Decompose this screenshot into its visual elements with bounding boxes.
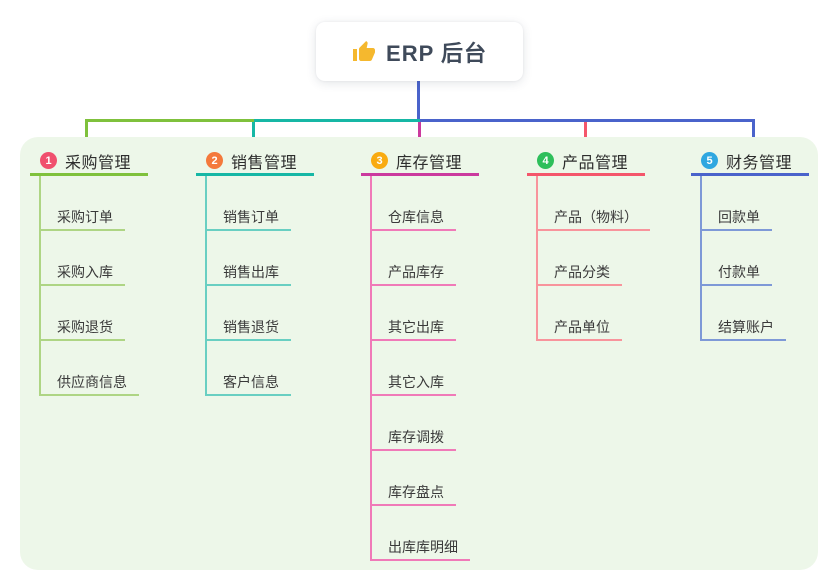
child-topic[interactable]: 其它出库 <box>370 313 456 341</box>
branch-product-label: 产品管理 <box>562 154 629 172</box>
branch-inventory-header[interactable]: 3 库存管理 <box>361 148 479 176</box>
branch-product: 4 产品管理 产品（物料） 产品分类 产品单位 <box>527 148 650 341</box>
child-topic[interactable]: 采购入库 <box>39 258 125 286</box>
child-topic[interactable]: 产品分类 <box>536 258 622 286</box>
branch-sales-header[interactable]: 2 销售管理 <box>196 148 314 176</box>
branch-sales-label: 销售管理 <box>231 154 298 172</box>
root-node[interactable]: ERP 后台 <box>316 22 523 81</box>
root-connector-line <box>417 81 420 122</box>
child-topic[interactable]: 库存调拨 <box>370 423 456 451</box>
branch-product-header[interactable]: 4 产品管理 <box>527 148 645 176</box>
child-topic[interactable]: 销售订单 <box>205 203 291 231</box>
branch-inventory: 3 库存管理 仓库信息 产品库存 其它出库 其它入库 库存调拨 库存盘点 出库库… <box>361 148 479 561</box>
child-topic[interactable]: 采购退货 <box>39 313 125 341</box>
badge-3: 3 <box>371 152 388 169</box>
child-topic[interactable]: 产品（物料） <box>536 203 650 231</box>
branch-purchase-label: 采购管理 <box>65 154 132 172</box>
child-topic[interactable]: 结算账户 <box>700 313 786 341</box>
beam-segment-teal <box>254 119 420 122</box>
branch-finance-label: 财务管理 <box>726 154 793 172</box>
child-topic[interactable]: 库存盘点 <box>370 478 456 506</box>
badge-1: 1 <box>40 152 57 169</box>
branch-sales: 2 销售管理 销售订单 销售出库 销售退货 客户信息 <box>196 148 314 396</box>
beam-segment-blue <box>420 119 755 122</box>
child-topic[interactable]: 供应商信息 <box>39 368 139 396</box>
branch-purchase-trunk-line <box>39 176 41 396</box>
branch-purchase: 1 采购管理 采购订单 采购入库 采购退货 供应商信息 <box>30 148 148 396</box>
branch-finance-header[interactable]: 5 财务管理 <box>691 148 809 176</box>
branch-inventory-label: 库存管理 <box>396 154 463 172</box>
child-topic[interactable]: 产品库存 <box>370 258 456 286</box>
child-topic[interactable]: 出库库明细 <box>370 533 470 561</box>
child-topic[interactable]: 客户信息 <box>205 368 291 396</box>
child-topic[interactable]: 采购订单 <box>39 203 125 231</box>
badge-2: 2 <box>206 152 223 169</box>
thumbs-up-icon <box>352 40 376 64</box>
branch-product-trunk-line <box>536 176 538 341</box>
child-topic[interactable]: 产品单位 <box>536 313 622 341</box>
root-node-label: ERP 后台 <box>386 40 487 66</box>
branch-sales-trunk-line <box>205 176 207 396</box>
child-topic[interactable]: 其它入库 <box>370 368 456 396</box>
child-topic[interactable]: 销售退货 <box>205 313 291 341</box>
branches-panel <box>20 137 818 570</box>
child-topic[interactable]: 回款单 <box>700 203 772 231</box>
badge-5: 5 <box>701 152 718 169</box>
branch-purchase-header[interactable]: 1 采购管理 <box>30 148 148 176</box>
badge-4: 4 <box>537 152 554 169</box>
branch-finance-trunk-line <box>700 176 702 341</box>
beam-segment-green <box>85 119 254 122</box>
child-topic[interactable]: 销售出库 <box>205 258 291 286</box>
child-topic[interactable]: 付款单 <box>700 258 772 286</box>
child-topic[interactable]: 仓库信息 <box>370 203 456 231</box>
branch-inventory-trunk-line <box>370 176 372 561</box>
branch-finance: 5 财务管理 回款单 付款单 结算账户 <box>691 148 809 341</box>
